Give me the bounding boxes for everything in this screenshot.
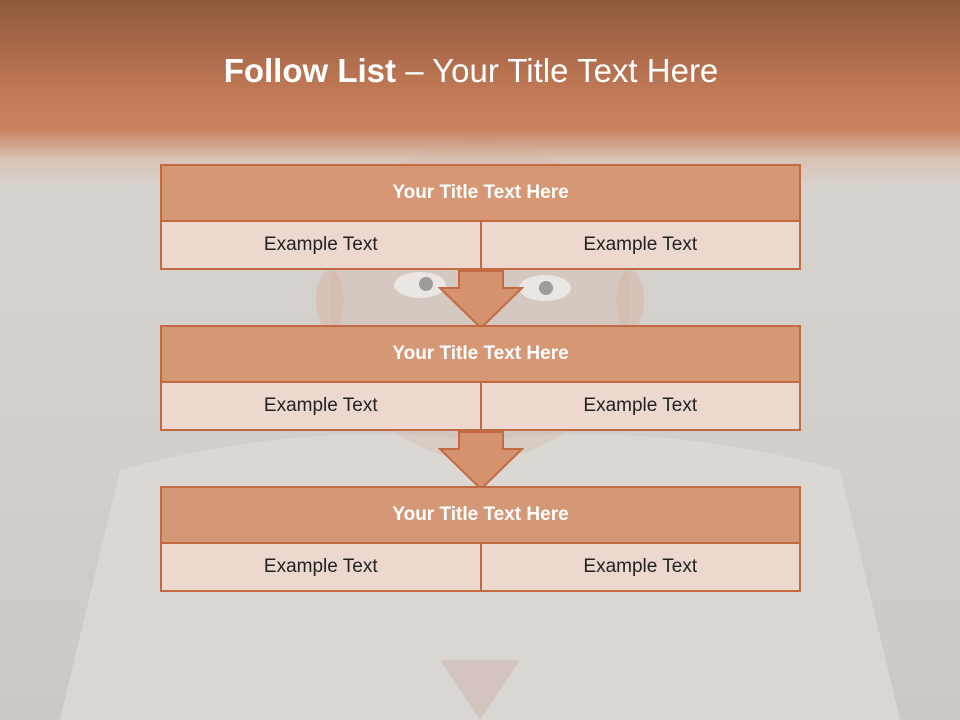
- slide-title-rest: – Your Title Text Here: [396, 52, 719, 89]
- block-row: Example Text Example Text: [162, 544, 799, 590]
- block-cell-right[interactable]: Example Text: [583, 556, 698, 577]
- block-cell-left[interactable]: Example Text: [162, 544, 482, 590]
- block-title[interactable]: Your Title Text Here: [162, 166, 799, 222]
- down-arrow-icon: [438, 431, 524, 491]
- block-title[interactable]: Your Title Text Here: [162, 488, 799, 544]
- header-band: [0, 0, 960, 190]
- down-arrow-icon: [438, 270, 524, 330]
- block-row: Example Text Example Text: [162, 383, 799, 429]
- block-cell-left[interactable]: Example Text: [162, 222, 482, 268]
- slide-title: Follow List – Your Title Text Here: [0, 52, 942, 90]
- block-cell-right[interactable]: Example Text: [583, 395, 698, 416]
- block-cell-left[interactable]: Example Text: [162, 383, 482, 429]
- block-row: Example Text Example Text: [162, 222, 799, 268]
- list-block-1: Your Title Text Here Example Text Exampl…: [160, 164, 801, 270]
- list-block-2: Your Title Text Here Example Text Exampl…: [160, 325, 801, 431]
- block-title[interactable]: Your Title Text Here: [162, 327, 799, 383]
- list-block-3: Your Title Text Here Example Text Exampl…: [160, 486, 801, 592]
- slide-title-bold: Follow List: [223, 52, 397, 89]
- block-cell-right[interactable]: Example Text: [583, 234, 698, 255]
